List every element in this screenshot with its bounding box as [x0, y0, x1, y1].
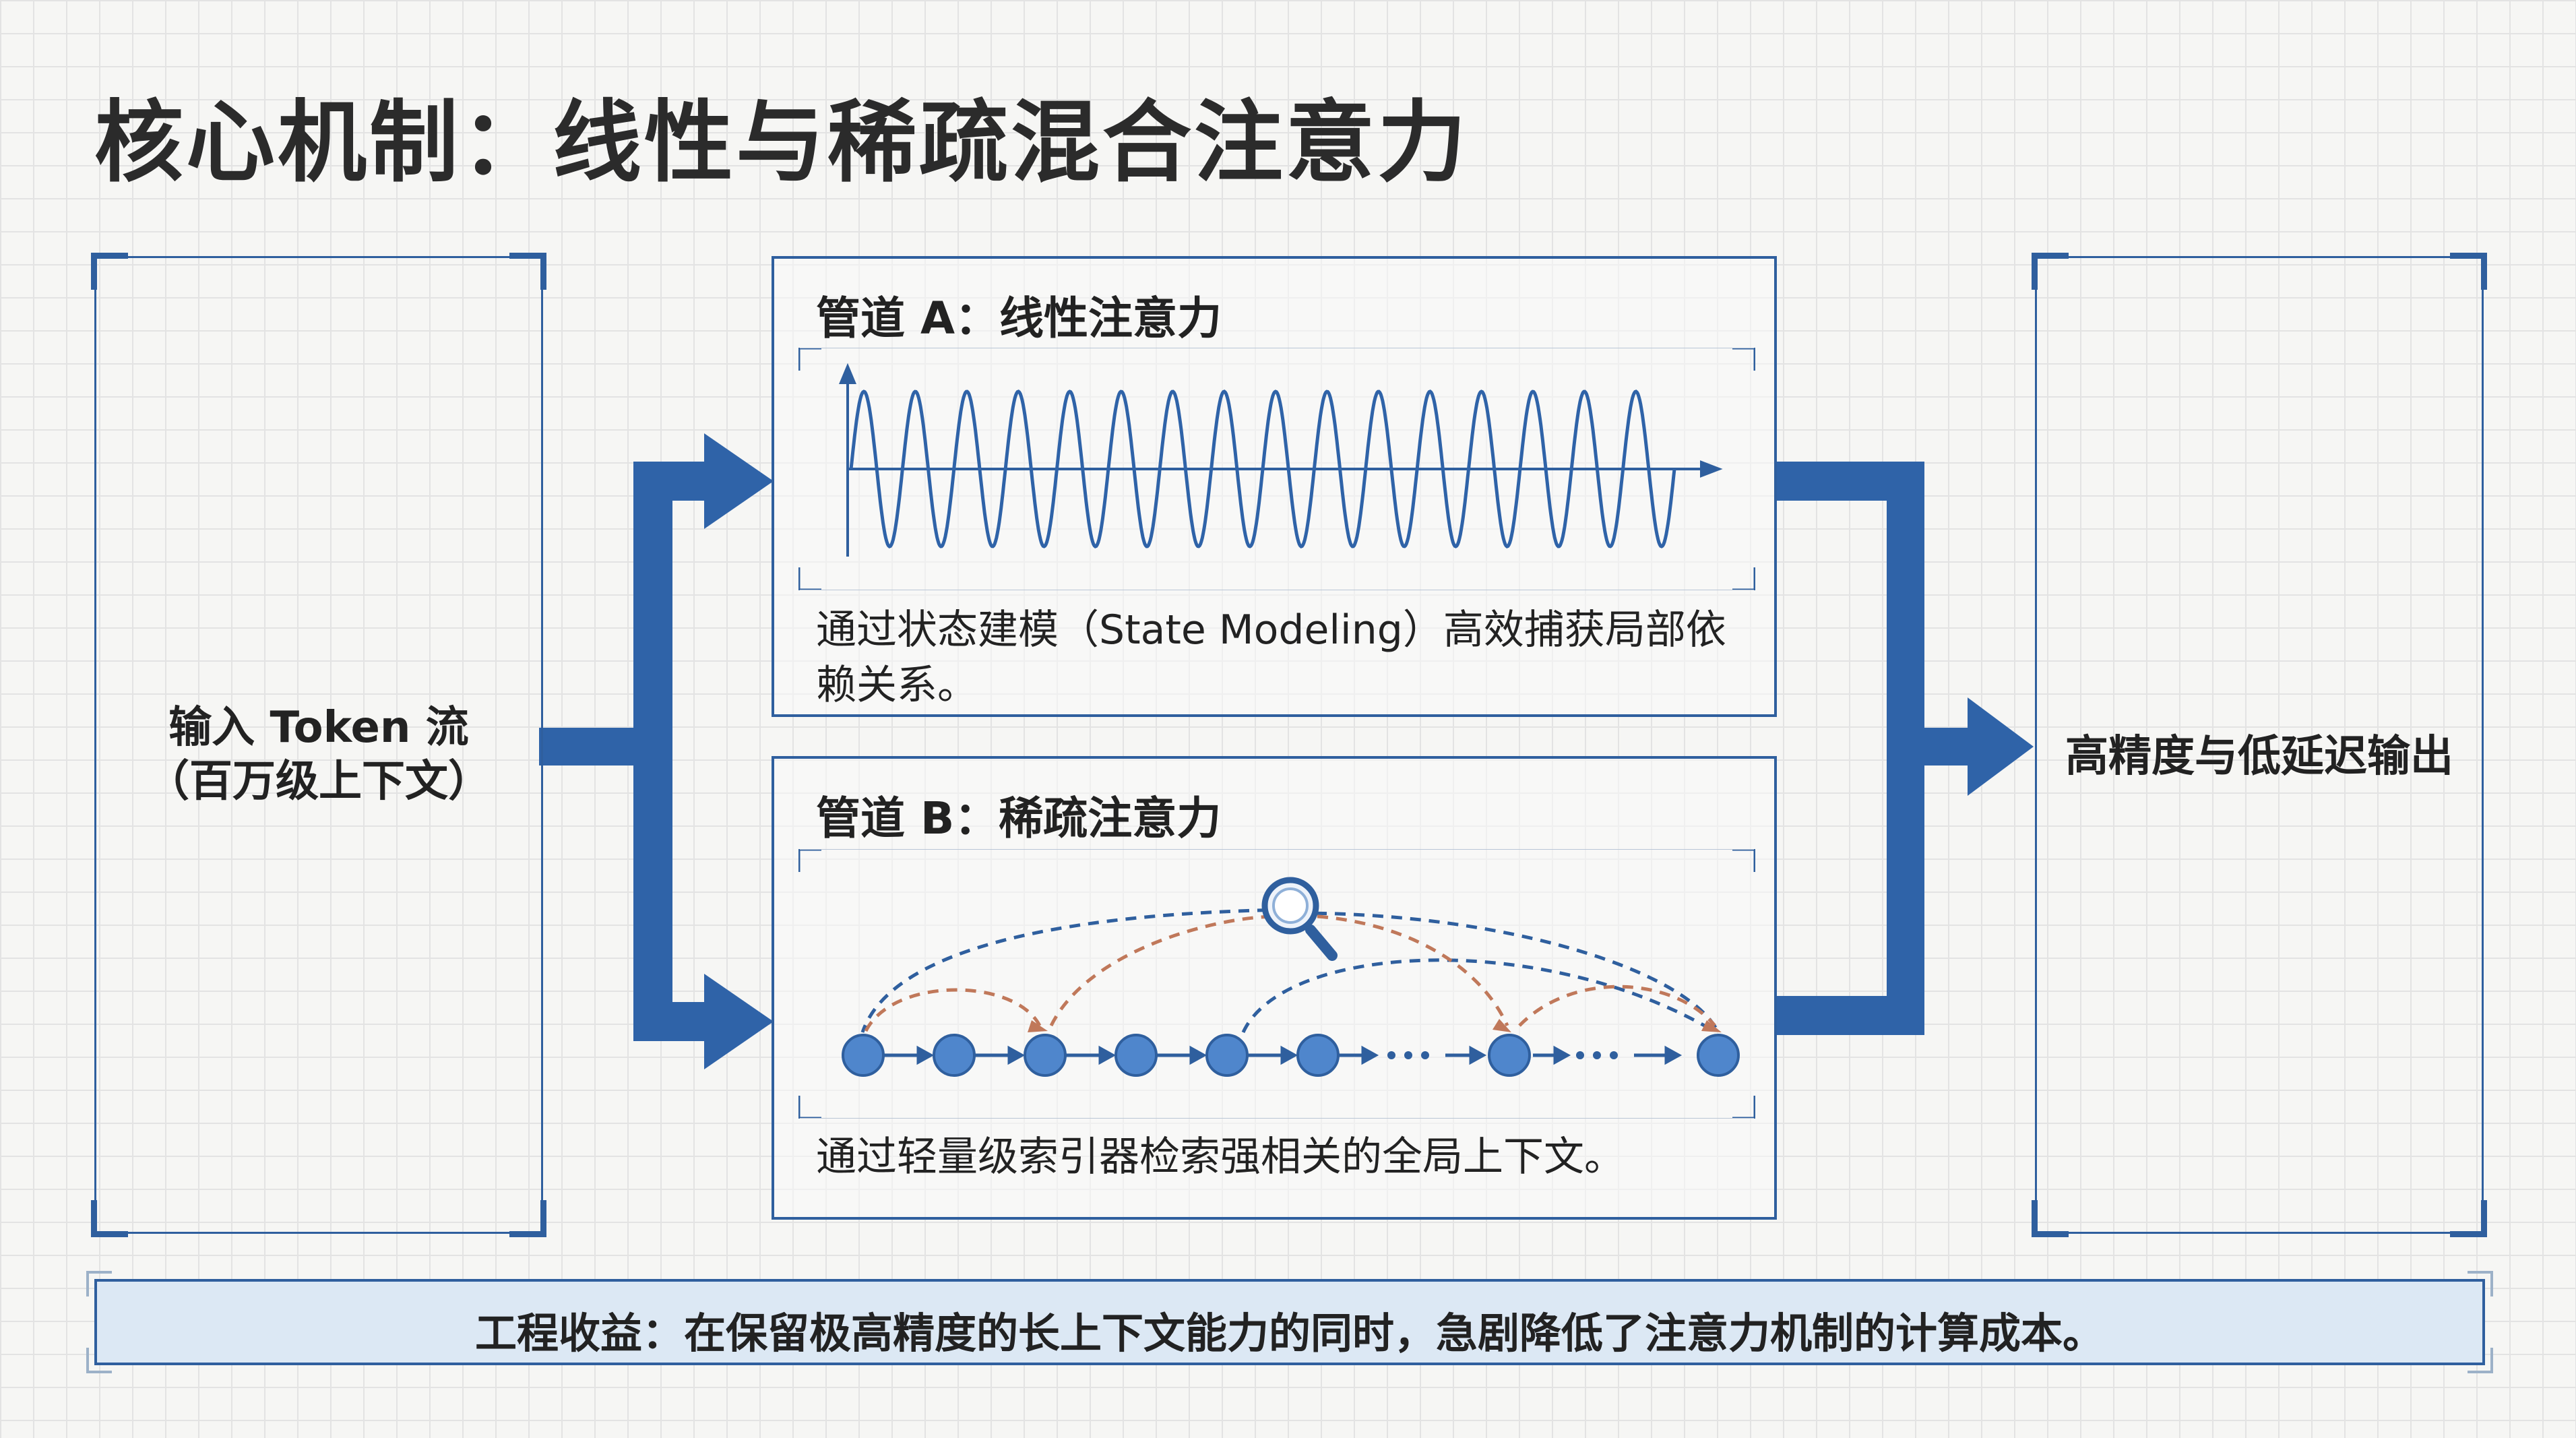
token-node: [1114, 1034, 1158, 1077]
corner-bracket: [91, 1200, 128, 1237]
token-node: [1024, 1034, 1067, 1077]
token-node: [1205, 1034, 1249, 1077]
corner-bracket: [2450, 253, 2487, 290]
token-node: [1488, 1034, 1531, 1077]
output-connector-bar: [1887, 728, 1981, 765]
dashed-arc-blue: [1296, 911, 1720, 1034]
pipeline-a-title: 管道 A：线性注意力: [816, 292, 1222, 344]
corner-bracket: [86, 1271, 112, 1296]
arrow-to-pipeline-a: [704, 433, 774, 529]
split-vertical-bar: [633, 462, 672, 1041]
corner-bracket: [509, 1200, 546, 1237]
token-node: [1697, 1034, 1740, 1077]
dashed-arc-blue: [1241, 958, 1713, 1034]
arrow-to-output: [1968, 697, 2034, 796]
linear-attention-wave: [798, 348, 1755, 590]
corner-bracket: [2032, 1200, 2069, 1237]
benefit-text: 工程收益：在保留极高精度的长上下文能力的同时，急剧降低了注意力机制的计算成本。: [474, 1309, 2104, 1358]
dashed-arc-orange: [1317, 914, 1509, 1027]
token-node: [1296, 1034, 1340, 1077]
pipeline-b-title: 管道 B：稀疏注意力: [816, 792, 1222, 844]
input-label-line1: 输入 Token 流: [168, 703, 469, 753]
arc-arrowhead: [1493, 1019, 1511, 1032]
split-top-branch: [633, 462, 714, 501]
dashed-arc-orange: [1518, 984, 1716, 1027]
corner-bracket: [509, 253, 546, 290]
benefit-banner: 工程收益：在保留极高精度的长上下文能力的同时，急剧降低了注意力机制的计算成本。: [86, 1271, 2493, 1373]
magnifier-icon: [1261, 877, 1338, 961]
corner-bracket: [91, 253, 128, 290]
pipeline-b-description: 通过轻量级索引器检索强相关的全局上下文。: [816, 1133, 1625, 1181]
pipeline-a-description: 通过状态建模（State Modeling）高效捕获局部依赖关系。: [816, 606, 1726, 709]
token-node: [842, 1034, 885, 1077]
corner-bracket: [2032, 253, 2069, 290]
corner-bracket: [2468, 1271, 2493, 1296]
input-label-line2: （百万级上下文）: [146, 757, 491, 807]
corner-bracket: [2468, 1348, 2493, 1373]
output-box: 高精度与低延迟输出: [2032, 253, 2487, 1237]
sparse-attention-graph: [798, 849, 1755, 1119]
corner-bracket: [86, 1348, 112, 1373]
input-box: 输入 Token 流 （百万级上下文）: [91, 253, 546, 1237]
dashed-arc-blue: [860, 908, 1288, 1033]
arc-arrowhead: [1028, 1020, 1048, 1032]
arrow-to-pipeline-b: [704, 974, 774, 1069]
y-axis-arrow: [839, 363, 856, 384]
dashed-arc-orange: [1049, 914, 1278, 1027]
pipeline-b-panel: 管道 B：稀疏注意力: [772, 756, 1777, 1220]
sine-wave-line: [849, 389, 1676, 549]
token-node: [933, 1034, 976, 1077]
pipeline-a-panel: 管道 A：线性注意力 通过状态建模（State Modeling）高效捕获局部依…: [772, 256, 1777, 717]
corner-bracket: [2450, 1200, 2487, 1237]
x-axis-arrow: [1700, 460, 1723, 478]
dashed-arc-orange: [864, 988, 1042, 1032]
arc-arrowhead: [1701, 1020, 1722, 1032]
split-bottom-branch: [633, 1002, 714, 1041]
page-title: 核心机制：线性与稀疏混合注意力: [94, 91, 1469, 195]
output-label: 高精度与低延迟输出: [2065, 732, 2453, 782]
